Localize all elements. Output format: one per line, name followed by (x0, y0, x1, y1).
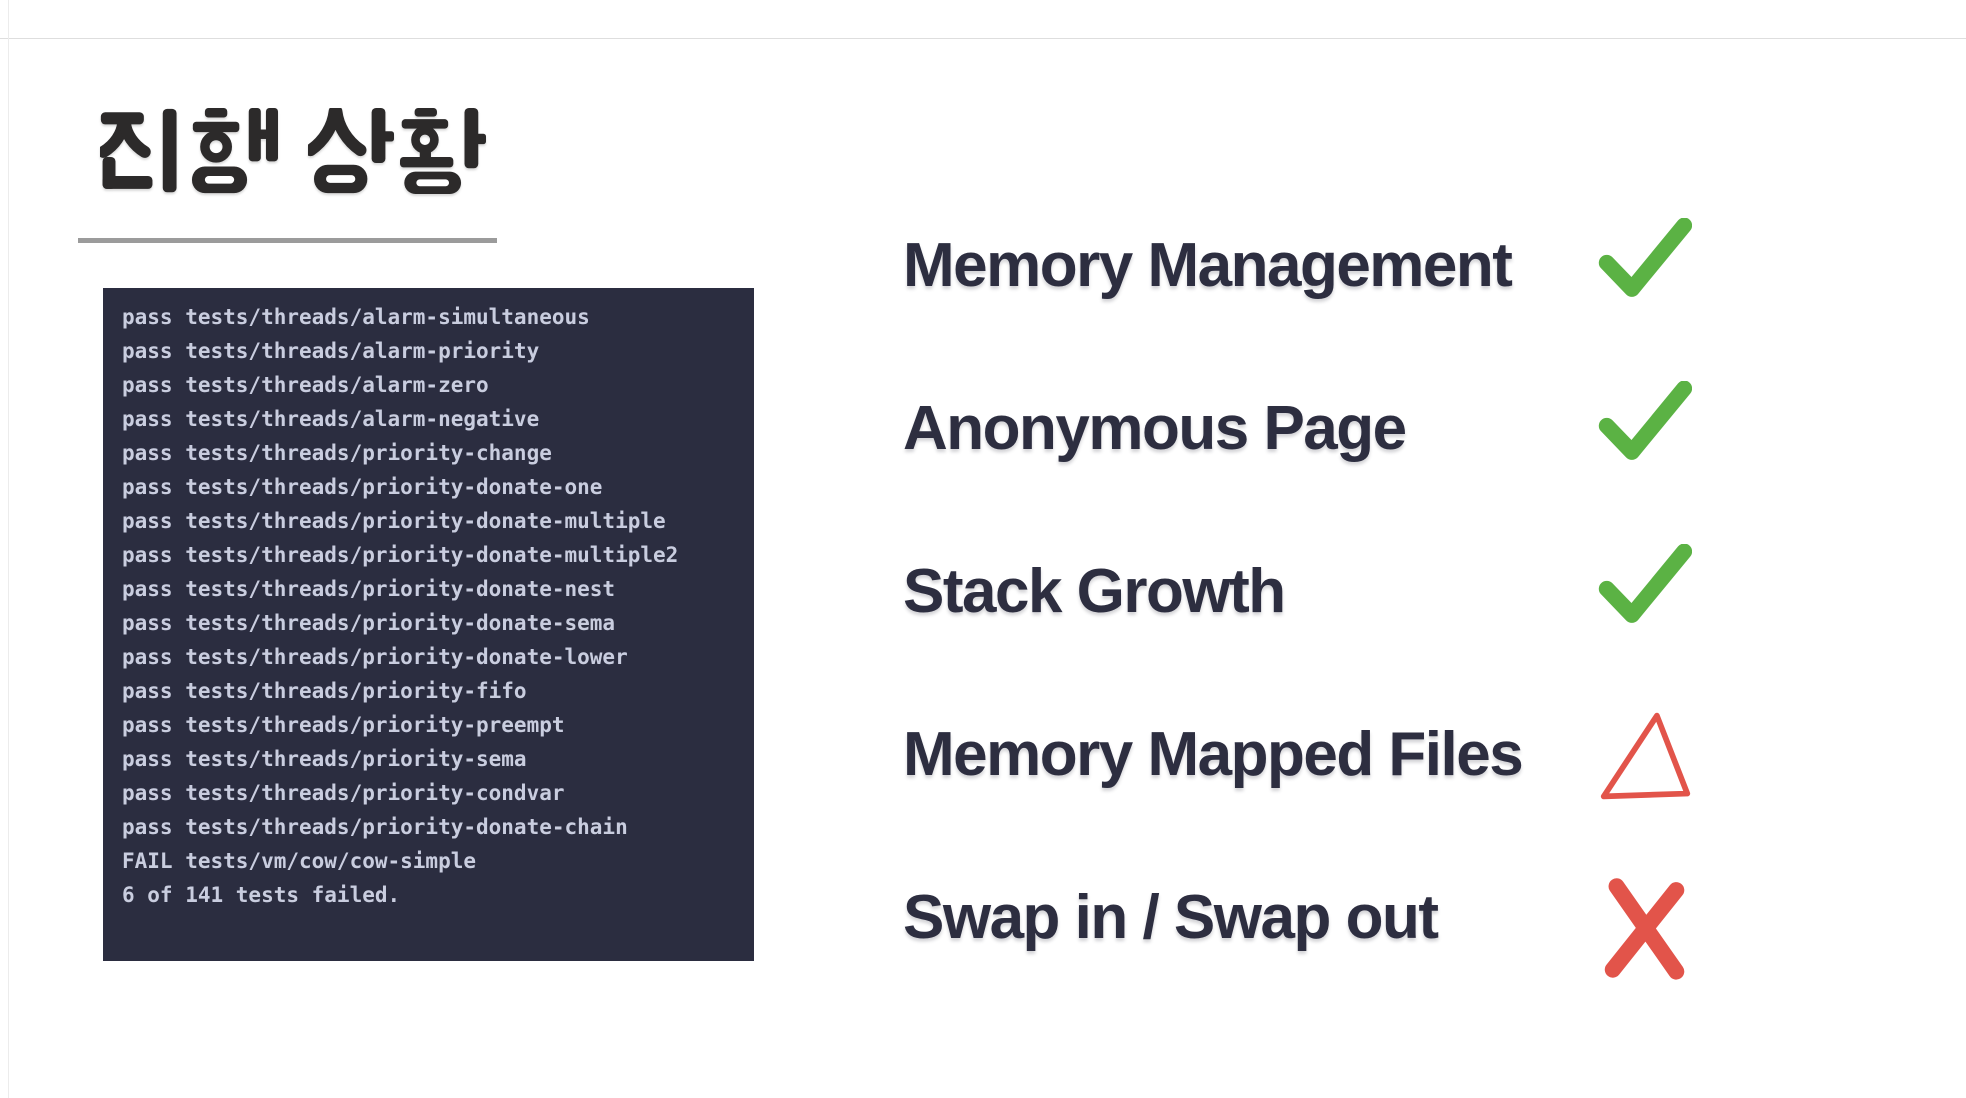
checklist-row-memory-mapped-files: Memory Mapped Files (903, 673, 1700, 836)
check-icon (1590, 526, 1700, 646)
terminal-line: pass tests/threads/priority-condvar (122, 781, 565, 805)
terminal-line: pass tests/threads/alarm-simultaneous (122, 305, 590, 329)
window-top-divider (0, 38, 1966, 39)
terminal-line: pass tests/threads/priority-preempt (122, 713, 565, 737)
checklist-row-memory-management: Memory Management (903, 184, 1700, 347)
check-icon (1590, 363, 1700, 483)
terminal-line: pass tests/threads/priority-fifo (122, 679, 527, 703)
checklist-item-label: Swap in / Swap out (903, 883, 1439, 952)
checklist-row-swap: Swap in / Swap out (903, 836, 1700, 999)
terminal-line: pass tests/threads/priority-donate-nest (122, 577, 616, 601)
terminal-line: pass tests/threads/priority-donate-chain (122, 815, 628, 839)
terminal-line: pass tests/threads/priority-change (122, 441, 552, 465)
checklist-item-label: Memory Mapped Files (903, 720, 1524, 789)
window-left-edge (8, 0, 9, 1098)
terminal-line: pass tests/threads/priority-donate-multi… (122, 543, 679, 567)
checklist-item-label: Memory Management (903, 231, 1513, 300)
terminal-line: pass tests/threads/alarm-zero (122, 373, 489, 397)
terminal-line: pass tests/threads/alarm-priority (122, 339, 540, 363)
page-title: 진행 상황 (100, 108, 486, 194)
title-underline (78, 238, 497, 243)
title-glyph-sang (308, 108, 394, 194)
checklist-row-anonymous-page: Anonymous Page (903, 347, 1700, 510)
terminal-line: 6 of 141 tests failed. (122, 883, 401, 907)
check-icon (1590, 200, 1700, 320)
terminal-line: pass tests/threads/alarm-negative (122, 407, 540, 431)
checklist-row-stack-growth: Stack Growth (903, 510, 1700, 673)
title-glyph-haeng (192, 108, 278, 194)
terminal-line: pass tests/threads/priority-donate-sema (122, 611, 616, 635)
title-glyph-hwang (400, 108, 486, 194)
title-glyph-jin (100, 108, 177, 193)
x-icon (1590, 868, 1700, 988)
terminal-line: pass tests/threads/priority-donate-lower (122, 645, 628, 669)
checklist-item-label: Stack Growth (903, 557, 1286, 626)
terminal-line: pass tests/threads/priority-donate-multi… (122, 509, 666, 533)
terminal-line: FAIL tests/vm/cow/cow-simple (122, 849, 477, 873)
terminal-line: pass tests/threads/priority-donate-one (122, 475, 603, 499)
checklist: Memory Management Anonymous Page Stack G… (903, 184, 1700, 999)
triangle-icon (1590, 697, 1700, 817)
terminal-line: pass tests/threads/priority-sema (122, 747, 527, 771)
terminal-output: pass tests/threads/alarm-simultaneous pa… (103, 288, 754, 961)
checklist-item-label: Anonymous Page (903, 394, 1407, 463)
